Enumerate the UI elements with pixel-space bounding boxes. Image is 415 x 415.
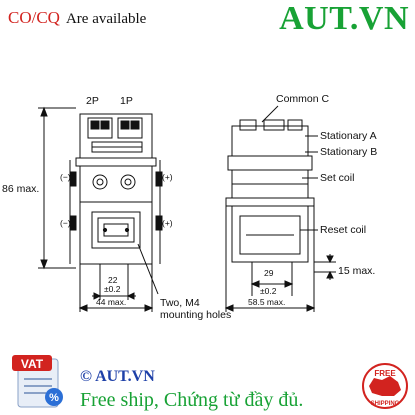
mounting-holes-line2: mounting holes [160, 309, 231, 321]
vat-invoice-icon: VAT % [12, 355, 63, 408]
pole-2p-label: 2P [86, 95, 99, 107]
co-cq-label: CO/CQ [8, 8, 60, 27]
right-pitch-tolerance: ±0.2 [260, 286, 277, 296]
availability-text: Are available [65, 11, 147, 27]
vat-label: VAT [21, 357, 44, 371]
stationary-b-label: Stationary B [320, 146, 377, 158]
svg-text:%: % [49, 392, 59, 404]
right-width-label: 58.5 max. [248, 297, 285, 307]
right-reset-coil [231, 205, 309, 263]
left-pitch-tolerance: ±0.2 [104, 284, 121, 294]
relay-dimension-drawing: 2P 1P 86 max. (−) (+) (−) (+) 22 ±0.2 44… [2, 93, 377, 321]
left-width-label: 44 max. [96, 297, 126, 307]
right-pitch-label: 29 [264, 268, 274, 278]
polarity-symbol: (+) [162, 172, 173, 182]
header-availability: CO/CQ Are available [8, 8, 146, 28]
site-copyright: © AUT.VN [80, 368, 155, 385]
terminal-2p [87, 117, 113, 139]
polarity-symbol: (−) [60, 172, 71, 182]
shipping-promo: Free ship, Chứng từ đầy đủ. [80, 389, 304, 411]
pole-1p-label: 1P [120, 95, 133, 107]
reset-coil-label: Reset coil [320, 224, 366, 236]
free-shipping-badge: FREE SHIPPING [362, 363, 408, 409]
terminal-1p [117, 117, 143, 139]
stationary-a-label: Stationary A [320, 130, 377, 142]
brand-logo: AUT.VN [279, 0, 409, 37]
set-coil-label: Set coil [320, 172, 354, 184]
left-pitch-label: 22 [108, 275, 118, 285]
common-c-label: Common C [276, 93, 330, 105]
left-base [79, 201, 153, 265]
depth-dimension-label: 15 max. [338, 265, 375, 277]
polarity-symbol: (+) [162, 218, 173, 228]
mounting-holes-line1: Two, M4 [160, 297, 200, 309]
height-dimension-label: 86 max. [2, 183, 39, 195]
badge-bottom-text: SHIPPING [371, 401, 400, 407]
badge-top-text: FREE [374, 369, 396, 378]
left-coil-section [79, 165, 153, 203]
truck-icon [369, 376, 401, 396]
polarity-symbol: (−) [60, 218, 71, 228]
